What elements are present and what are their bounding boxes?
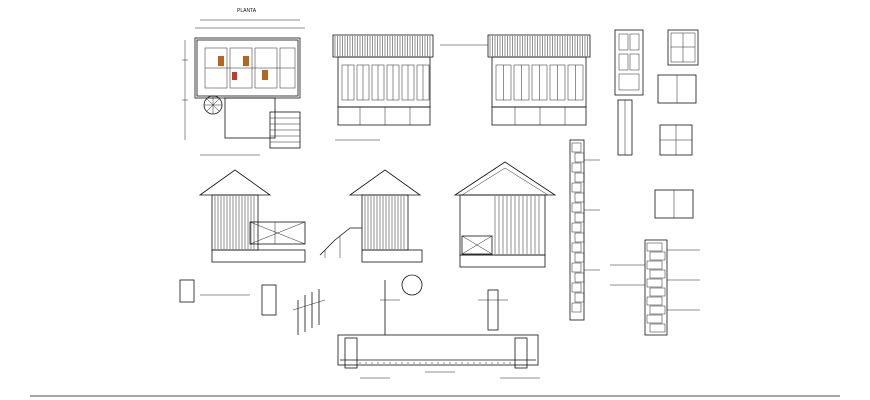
side-elevation-left <box>198 169 306 263</box>
stone-block <box>574 172 585 183</box>
construction-details <box>179 274 508 335</box>
stone-block <box>574 252 585 263</box>
side-b-wall-hatch <box>364 196 405 249</box>
rear-windows <box>495 64 584 101</box>
rear-elevation <box>440 34 591 126</box>
wall-section-strip <box>569 139 600 321</box>
stone-block <box>646 278 663 288</box>
stone-block <box>574 272 585 283</box>
stone-block <box>574 192 585 203</box>
fence-detail <box>292 289 326 335</box>
stone-block <box>574 152 585 163</box>
front-roof-hatch <box>334 36 431 56</box>
plan-fixtures <box>218 56 268 80</box>
stone-block <box>646 260 663 270</box>
door-detail <box>614 29 644 156</box>
stone-block <box>571 222 582 233</box>
stone-block <box>571 162 582 173</box>
stone-block <box>649 287 666 297</box>
stone-block <box>571 262 582 273</box>
stone-block <box>646 242 663 252</box>
foundation-section <box>337 334 540 379</box>
stone-block <box>646 314 663 324</box>
stone-block <box>571 182 582 193</box>
stone-block <box>574 292 585 303</box>
footing-detail <box>610 239 700 336</box>
stone-block <box>571 202 582 213</box>
stone-block <box>649 323 666 333</box>
stone-block <box>571 242 582 253</box>
stone-block <box>574 232 585 243</box>
window-details <box>654 29 699 219</box>
front-windows <box>341 64 430 101</box>
stone-block <box>649 251 666 261</box>
joint-detail <box>380 274 423 335</box>
stone-block <box>649 305 666 315</box>
post-detail <box>478 289 508 331</box>
section-wall-hatch <box>494 196 540 254</box>
plan-rooms <box>204 47 296 89</box>
stone-block <box>571 282 582 293</box>
front-elevation <box>332 34 434 141</box>
stone-block <box>571 142 582 153</box>
plan-stairs <box>269 111 301 149</box>
side-a-wall-hatch <box>214 196 255 249</box>
side-elevation-right <box>319 169 423 263</box>
stone-block <box>646 296 663 306</box>
rear-roof-hatch <box>489 36 588 56</box>
stone-block <box>571 302 582 313</box>
stone-block <box>574 212 585 223</box>
stone-block <box>649 269 666 279</box>
section-view <box>453 161 557 268</box>
plan-title-mark: PLANTA <box>237 8 257 14</box>
floor-plan: PLANTA <box>182 8 305 156</box>
